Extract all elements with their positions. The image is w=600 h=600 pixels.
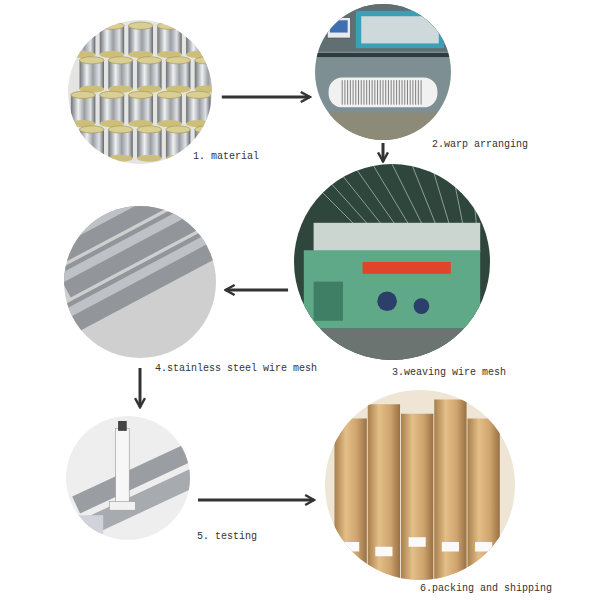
photo-illustration xyxy=(68,20,212,164)
step-label: 4.stainless steel wire mesh xyxy=(155,362,317,375)
flow-arrow xyxy=(222,96,310,99)
flow-arrow xyxy=(139,368,142,407)
step-label: 1. material xyxy=(193,150,259,163)
photo-circle: 2.warp arranging xyxy=(315,4,451,140)
photo-illustration xyxy=(315,4,451,140)
photo-illustration xyxy=(66,416,190,540)
photo-circle: 6.packing and shipping xyxy=(325,390,515,580)
step-label: 2.warp arranging xyxy=(432,138,528,151)
photo-circle: 5. testing xyxy=(66,416,190,540)
flow-arrow xyxy=(382,143,385,161)
photo-circle: 4.stainless steel wire mesh xyxy=(64,206,216,358)
step-label: 6.packing and shipping xyxy=(420,582,552,595)
photo-circle: 1. material xyxy=(68,20,212,164)
flow-arrow xyxy=(198,499,314,502)
flow-arrow xyxy=(226,289,289,292)
step-label: 3.weaving wire mesh xyxy=(392,366,506,379)
photo-illustration xyxy=(325,390,515,580)
photo-illustration xyxy=(64,206,216,358)
photo-circle: 3.weaving wire mesh xyxy=(294,164,490,360)
photo-illustration xyxy=(294,164,490,360)
step-label: 5. testing xyxy=(197,530,257,543)
